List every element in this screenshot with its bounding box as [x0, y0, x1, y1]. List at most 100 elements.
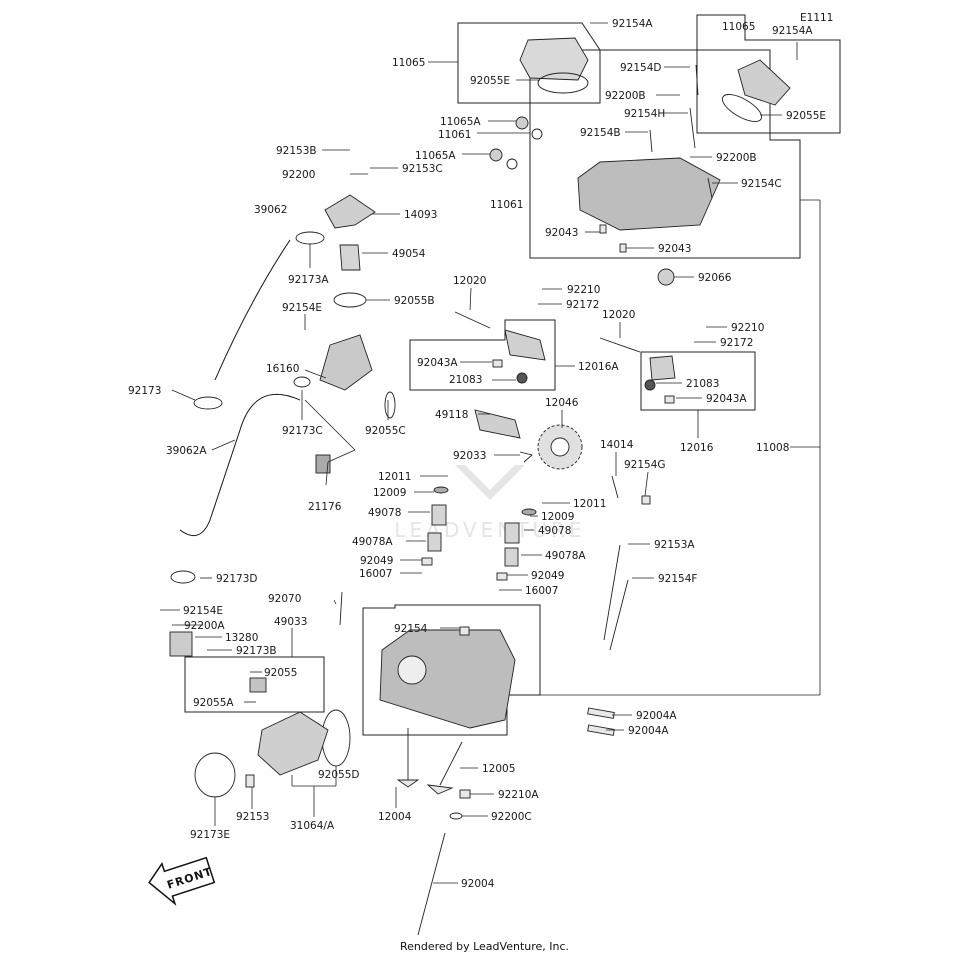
- part-label-92172-b: 92172: [720, 337, 753, 349]
- part-label-92043-a: 92043: [545, 227, 578, 239]
- part-label-92153a: 92153A: [654, 539, 695, 551]
- oring-92055B: [333, 292, 367, 308]
- part-label-92210-b: 92210: [731, 322, 764, 334]
- clamp-92173C: [293, 376, 311, 388]
- clamp-92173D: [170, 570, 196, 584]
- part-label-92200a: 92200A: [184, 620, 225, 632]
- bolt-92154D: [695, 64, 699, 96]
- box-rocker-12016: [640, 351, 756, 411]
- part-label-49033: 49033: [274, 616, 307, 628]
- part-label-11061-b: 11061: [490, 199, 523, 211]
- part-label-92153c: 92153C: [402, 163, 443, 175]
- part-label-14014: 14014: [600, 439, 634, 451]
- guide-92210A: [459, 789, 471, 799]
- part-label-92043-b: 92043: [658, 243, 691, 255]
- box-head-cover: [529, 49, 801, 259]
- pin-92004A-b: [587, 724, 615, 736]
- part-label-49078: 49078: [368, 507, 401, 519]
- part-label-92055d: 92055D: [318, 769, 360, 781]
- part-label-21083-b: 21083: [686, 378, 719, 390]
- part-label-92173: 92173: [128, 385, 161, 397]
- bolt-92153: [245, 774, 255, 788]
- part-label-21083-a: 21083: [449, 374, 482, 386]
- retainer-12009-a: [433, 486, 449, 494]
- housing-14093: [324, 194, 376, 229]
- part-label-92154e-a: 92154E: [282, 302, 322, 314]
- part-label-92173b: 92173B: [236, 645, 277, 657]
- sensor-13280: [169, 631, 193, 657]
- dowel-92043-a: [599, 224, 607, 234]
- bracket-11008: [540, 199, 821, 696]
- seat-92049-a: [421, 557, 433, 566]
- part-label-92055e-right: 92055E: [786, 110, 826, 122]
- shaft-12020-a: [454, 311, 491, 329]
- part-label-12046: 12046: [545, 397, 579, 409]
- part-label-92004a-b: 92004A: [628, 725, 669, 737]
- part-label-92173d: 92173D: [216, 573, 258, 585]
- box-thermo-sensor: [184, 656, 325, 713]
- part-label-92004: 92004: [461, 878, 495, 890]
- part-label-92154e-b: 92154E: [183, 605, 223, 617]
- bolt-92154H: [689, 107, 696, 149]
- part-label-92210a: 92210A: [498, 789, 539, 801]
- part-label-92173c: 92173C: [282, 425, 323, 437]
- part-label-49078a-a: 49078A: [352, 536, 393, 548]
- pin-92004A-a: [587, 707, 615, 719]
- pad-92043A-a: [492, 359, 503, 368]
- part-label-12020-b: 12020: [602, 309, 635, 321]
- fitting-16160: [319, 334, 373, 391]
- part-label-92154-head: 92154: [394, 623, 428, 635]
- clamp-92173: [193, 396, 223, 410]
- camshaft-49118: [474, 409, 521, 439]
- seat-92049-b: [496, 572, 508, 581]
- oring-92055D: [321, 709, 351, 767]
- box-cover-right: [696, 14, 841, 134]
- part-label-92066: 92066: [698, 272, 732, 284]
- bolt-92154C: [707, 177, 713, 199]
- part-label-31064a: 31064/A: [290, 820, 335, 832]
- hose-39062: [214, 239, 291, 381]
- part-label-92200b-b: 92200B: [716, 152, 757, 164]
- part-label-39062a: 39062A: [166, 445, 207, 457]
- part-labels: 92154A 11065 92055E 11065 E1111 92154A 9…: [128, 12, 833, 890]
- sensor-21176: [315, 454, 331, 474]
- part-label-92043a-b: 92043A: [706, 393, 747, 405]
- cap-11065A-b: [489, 148, 503, 162]
- seal-92200C: [449, 812, 463, 820]
- dowel-92043-b: [619, 243, 627, 253]
- part-label-92200b-a: 92200B: [605, 90, 646, 102]
- part-label-12011-a: 12011: [378, 471, 411, 483]
- part-label-16007-b: 16007: [525, 585, 558, 597]
- box-cover-left: [457, 22, 601, 104]
- part-label-92153: 92153: [236, 811, 269, 823]
- shaft-12020-b: [599, 337, 641, 353]
- part-label-11065a-a: 11065A: [440, 116, 481, 128]
- leader-lines: [160, 22, 798, 884]
- part-label-92049-b: 92049: [531, 570, 564, 582]
- bolt-92154G: [641, 495, 651, 505]
- part-label-12009-a: 12009: [373, 487, 406, 499]
- part-label-49078a-b: 49078A: [545, 550, 586, 562]
- oring-92055C: [384, 391, 396, 419]
- front-arrow-shape: [148, 856, 216, 906]
- part-label-e1111: E1111: [800, 12, 833, 24]
- spring-49078-a: [431, 504, 447, 526]
- part-label-92154a-right: 92154A: [772, 25, 813, 37]
- cap-11065A-a: [515, 116, 529, 130]
- part-label-92172-a: 92172: [566, 299, 599, 311]
- rocker-12016A: [504, 329, 546, 361]
- part-label-92154g: 92154G: [624, 459, 666, 471]
- plug-92066: [657, 268, 675, 286]
- part-label-11065-right: 11065: [722, 21, 755, 33]
- part-label-11061-a: 11061: [438, 129, 471, 141]
- part-label-92200: 92200: [282, 169, 315, 181]
- part-label-92154f: 92154F: [658, 573, 697, 585]
- oring-11061-a: [531, 128, 543, 140]
- spring-49078A-b: [504, 547, 519, 567]
- thermostat-49054: [339, 244, 361, 271]
- cylinder-head: [379, 629, 516, 729]
- sensor-49033: [249, 677, 267, 693]
- pushrod-92004: [417, 832, 446, 936]
